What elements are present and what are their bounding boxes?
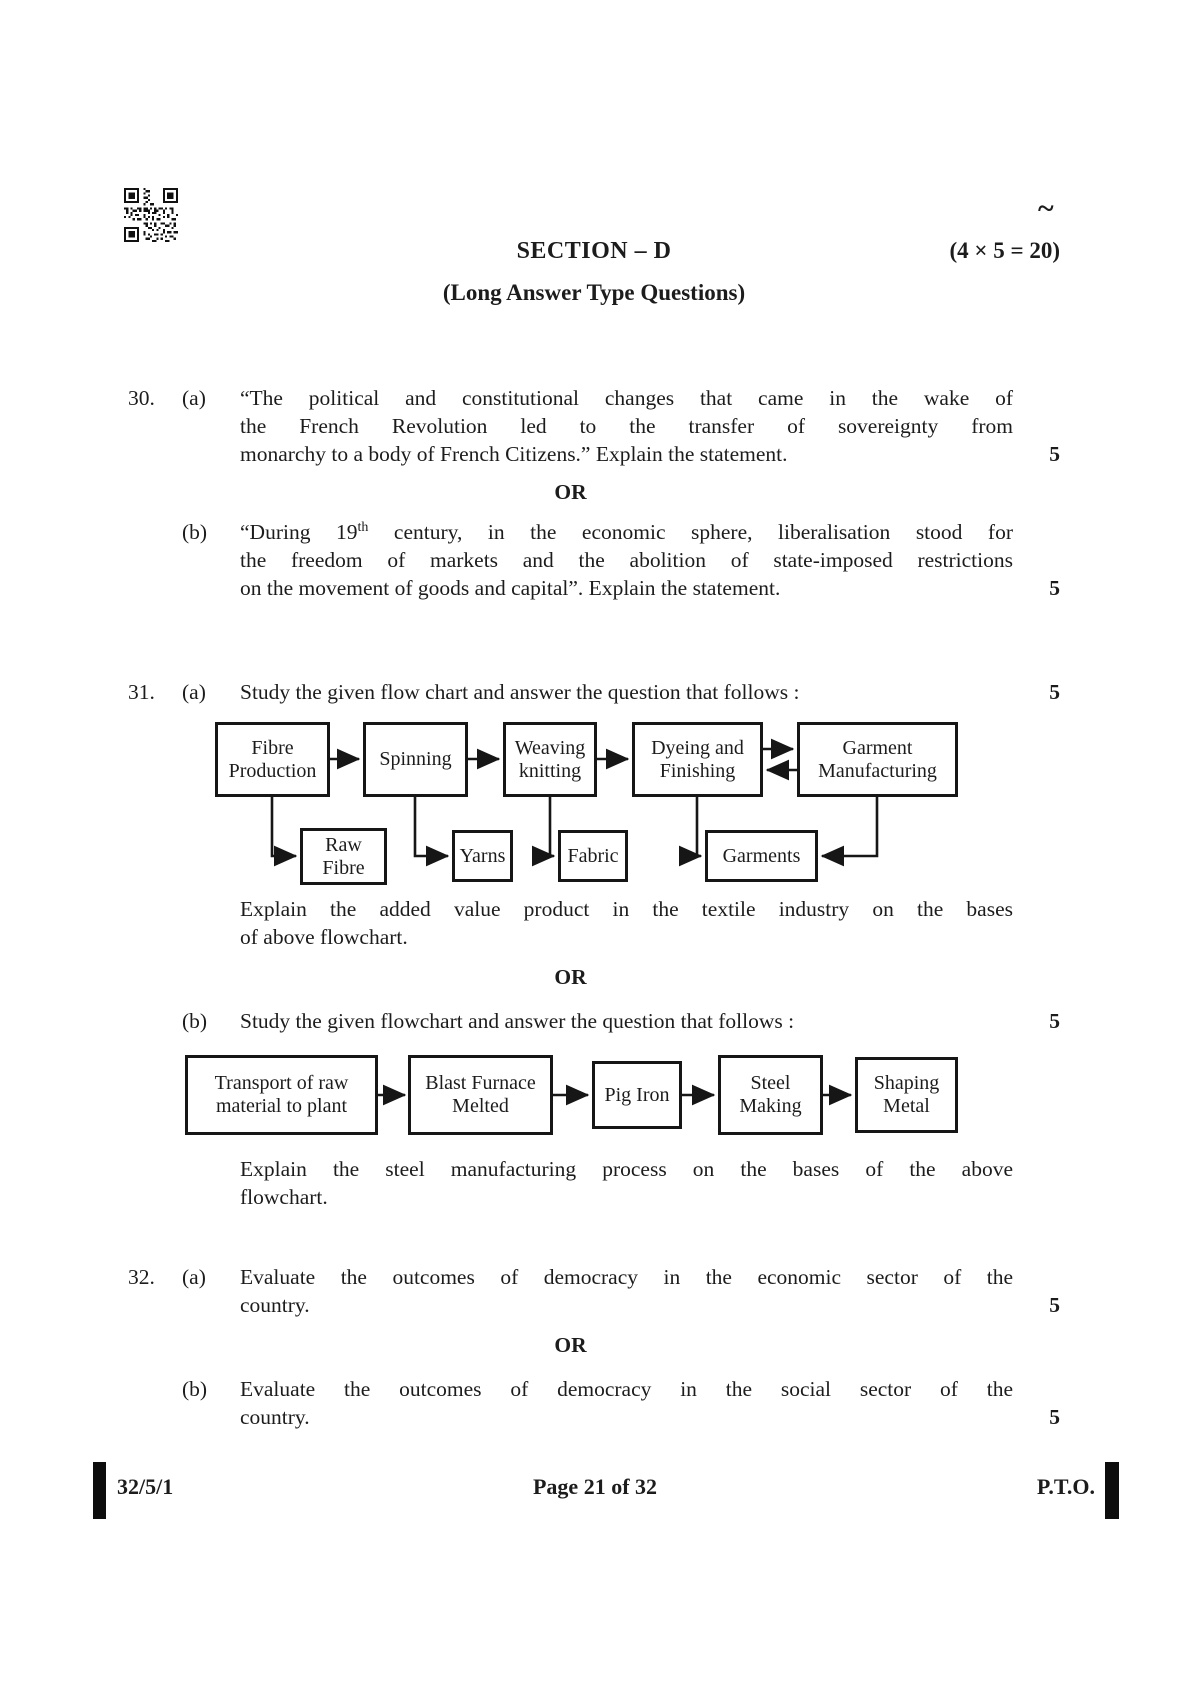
question-text: Study the given flowchart and answer the… <box>240 1007 1013 1035</box>
footer-bar-left <box>93 1462 106 1519</box>
text-line: Study the given flowchart and answer the… <box>240 1009 795 1033</box>
question-number: 30. <box>128 386 155 410</box>
marks-value: 5 <box>1049 1009 1060 1033</box>
arrow-dyeing-to-garments <box>678 797 703 867</box>
text-line: country. <box>240 1405 310 1429</box>
text-line: Explain the added value product in the t… <box>240 897 1013 921</box>
question-text: Evaluate the outcomes of democracy in th… <box>240 1263 1013 1319</box>
part-label: (a) <box>182 1265 206 1289</box>
flow-box-garment-manufacturing: Garment Manufacturing <box>797 722 958 797</box>
tilde-mark: ~ <box>1038 192 1054 225</box>
footer-bar-right <box>1105 1462 1119 1519</box>
flow-box-raw-fibre: Raw Fibre <box>300 828 387 885</box>
flowchart-textile: Fibre Production Spinning Weaving knitti… <box>215 722 960 885</box>
flow-box-pig-iron: Pig Iron <box>592 1061 682 1129</box>
qr-code-icon <box>124 188 178 242</box>
text-line: “The political and constitutional change… <box>240 386 1013 410</box>
marks-value: 5 <box>1049 1293 1060 1317</box>
part-label: (b) <box>182 520 208 544</box>
section-marks-scheme: (4 × 5 = 20) <box>949 238 1060 263</box>
flow-box-spinning: Spinning <box>363 722 468 797</box>
footer-pto: P.T.O. <box>1036 1474 1095 1499</box>
text-line: Evaluate the outcomes of democracy in th… <box>240 1377 1013 1401</box>
question-32a: 32. (a) Evaluate the outcomes of democra… <box>128 1263 1060 1319</box>
text-line: the French Revolution led to the transfe… <box>240 414 1013 438</box>
text-line: Evaluate the outcomes of democracy in th… <box>240 1265 1013 1289</box>
question-30b: (b) “During 19th century, in the economi… <box>128 518 1060 602</box>
flowchart-steel: Transport of raw material to plant Blast… <box>185 1055 958 1135</box>
caption-31b: Explain the steel manufacturing process … <box>128 1155 1060 1211</box>
or-separator: OR <box>554 1333 587 1357</box>
part-label: (b) <box>182 1377 208 1401</box>
text-line: monarchy to a body of French Citizens.” … <box>240 442 788 466</box>
flow-box-weaving-knitting: Weaving knitting <box>503 722 597 797</box>
marks-value: 5 <box>1049 680 1060 704</box>
marks-value: 5 <box>1049 576 1060 600</box>
text-line: flowchart. <box>240 1185 328 1209</box>
text-segment: “During 19 <box>240 520 358 544</box>
flowchart-textile-arrows <box>270 738 879 867</box>
text-line: the freedom of markets and the abolition… <box>240 548 1013 572</box>
or-separator: OR <box>554 480 587 504</box>
question-text: Evaluate the outcomes of democracy in th… <box>240 1375 1013 1431</box>
section-subtitle: (Long Answer Type Questions) <box>442 280 746 305</box>
part-label: (a) <box>182 386 206 410</box>
section-header: SECTION – D (4 × 5 = 20) (Long Answer Ty… <box>128 236 1060 306</box>
flow-box-shaping-metal: Shaping Metal <box>855 1057 958 1133</box>
text-line: “During 19th century, in the economic sp… <box>240 518 1013 546</box>
section-title: SECTION – D <box>516 238 672 264</box>
flowchart-steel-arrows <box>378 1084 853 1106</box>
question-32b: (b) Evaluate the outcomes of democracy i… <box>128 1375 1060 1431</box>
marks-value: 5 <box>1049 442 1060 466</box>
marks-value: 5 <box>1049 1405 1060 1429</box>
or-separator: OR <box>554 965 587 989</box>
caption-text: Explain the added value product in the t… <box>240 895 1013 951</box>
arrow-fibre-to-rawfibre <box>270 797 298 867</box>
part-label: (a) <box>182 680 206 704</box>
text-line: Study the given flow chart and answer th… <box>240 680 800 704</box>
text-line: on the movement of goods and capital”. E… <box>240 576 781 600</box>
text-line: of above flowchart. <box>240 925 408 949</box>
flow-box-transport-raw-material: Transport of raw material to plant <box>185 1055 378 1135</box>
flow-box-blast-furnace: Blast Furnace Melted <box>408 1055 553 1135</box>
arrow-spinning-to-yarns <box>413 797 450 867</box>
flow-box-yarns: Yarns <box>452 830 513 882</box>
footer-paper-code: 32/5/1 <box>117 1474 174 1499</box>
question-text: “During 19th century, in the economic sp… <box>240 518 1013 602</box>
caption-31a: Explain the added value product in the t… <box>128 895 1060 951</box>
flow-box-dyeing-finishing: Dyeing and Finishing <box>632 722 763 797</box>
arrow-weaving-to-fabric <box>531 797 556 867</box>
text-line: Explain the steel manufacturing process … <box>240 1157 1013 1181</box>
questions-area: 30. (a) “The political and constitutiona… <box>128 384 1060 1431</box>
question-text: Study the given flow chart and answer th… <box>240 678 1013 706</box>
caption-text: Explain the steel manufacturing process … <box>240 1155 1013 1211</box>
question-text: “The political and constitutional change… <box>240 384 1013 468</box>
text-segment: century, in the economic sphere, liberal… <box>368 520 1014 544</box>
question-31b: (b) Study the given flowchart and answer… <box>128 1007 1060 1035</box>
superscript-th: th <box>357 519 369 535</box>
question-number: 31. <box>128 680 155 704</box>
question-30a: 30. (a) “The political and constitutiona… <box>128 384 1060 468</box>
part-label: (b) <box>182 1009 208 1033</box>
footer-page-info: Page 21 of 32 <box>532 1474 658 1499</box>
arrow-manufacturing-to-garments <box>820 797 879 867</box>
flow-box-steel-making: Steel Making <box>718 1055 823 1135</box>
flow-box-fabric: Fabric <box>558 830 628 882</box>
question-31a: 31. (a) Study the given flow chart and a… <box>128 678 1060 706</box>
flow-box-fibre-production: Fibre Production <box>215 722 330 797</box>
flow-box-garments: Garments <box>705 830 818 882</box>
text-line: country. <box>240 1293 310 1317</box>
question-number: 32. <box>128 1265 155 1289</box>
